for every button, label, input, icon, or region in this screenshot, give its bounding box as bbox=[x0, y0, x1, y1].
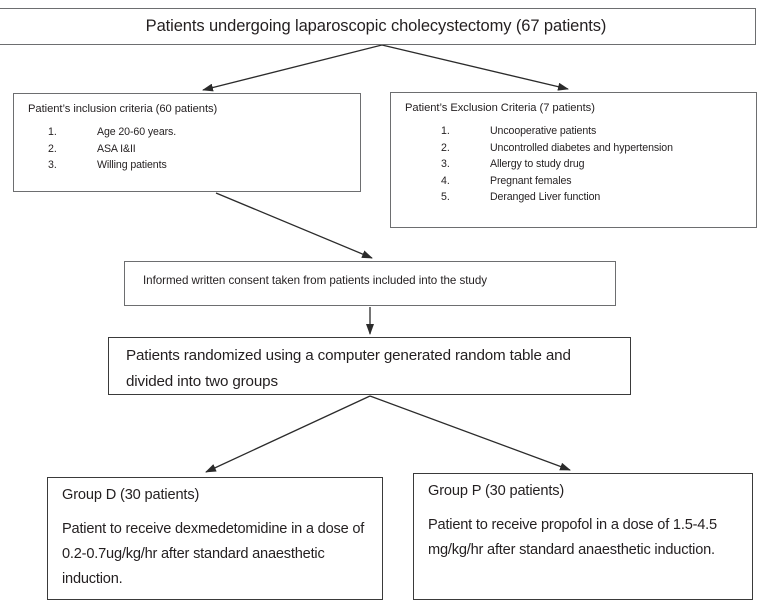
list-item-label: ASA I&II bbox=[97, 142, 136, 155]
list-item-label: Allergy to study drug bbox=[490, 158, 585, 170]
list-item-number: 2. bbox=[441, 141, 450, 154]
list-item: 2. Uncontrolled diabetes and hypertensio… bbox=[391, 140, 756, 157]
arrow-inclusion-to-consent bbox=[215, 192, 373, 259]
randomization-text: Patients randomized using a computer gen… bbox=[109, 338, 630, 395]
arrow-randomization-to-group-p bbox=[369, 395, 571, 471]
exclusion-heading: Patient’s Exclusion Criteria (7 patients… bbox=[405, 102, 595, 114]
node-randomization: Patients randomized using a computer gen… bbox=[108, 337, 631, 395]
list-item: 4. Pregnant females bbox=[391, 173, 756, 190]
list-item-label: Uncooperative patients bbox=[490, 125, 597, 137]
node-group-d: Group D (30 patients) Patient to receive… bbox=[47, 477, 383, 600]
randomization-line-2: divided into two groups bbox=[126, 373, 278, 390]
group-d-description: Patient to receive dexmedetomidine in a … bbox=[62, 521, 365, 587]
list-item: 1. Uncooperative patients bbox=[391, 123, 756, 140]
inclusion-criteria-list: 1. Age 20-60 years. 2. ASA I&II 3. Willi… bbox=[14, 115, 360, 174]
node-inclusion-criteria: Patient’s inclusion criteria (60 patient… bbox=[13, 93, 361, 192]
node-total-patients-title: Patients undergoing laparoscopic cholecy… bbox=[145, 17, 607, 35]
list-item-number: 1. bbox=[48, 126, 57, 138]
group-d-title: Group D (30 patients) bbox=[62, 487, 200, 503]
arrow-randomization-to-group-d bbox=[205, 395, 371, 473]
list-item: 5. Deranged Liver function bbox=[391, 189, 756, 206]
list-item-label: Pregnant females bbox=[490, 174, 572, 187]
list-item: 1. Age 20-60 years. bbox=[14, 124, 360, 141]
list-item-number: 3. bbox=[441, 158, 450, 170]
list-item-number: 1. bbox=[441, 125, 450, 137]
list-item-number: 4. bbox=[441, 174, 450, 187]
group-p-description: Patient to receive propofol in a dose of… bbox=[428, 517, 717, 558]
list-item-label: Deranged Liver function bbox=[490, 191, 601, 203]
list-item-number: 3. bbox=[48, 159, 57, 171]
list-item: 3. Willing patients bbox=[14, 157, 360, 174]
list-item-label: Age 20-60 years. bbox=[97, 126, 177, 138]
arrow-top-to-inclusion bbox=[202, 44, 383, 92]
list-item: 2. ASA I&II bbox=[14, 141, 360, 158]
group-p-title: Group P (30 patients) bbox=[428, 483, 565, 499]
node-group-p: Group P (30 patients) Patient to receive… bbox=[413, 473, 753, 600]
inclusion-heading: Patient’s inclusion criteria (60 patient… bbox=[28, 103, 218, 115]
exclusion-criteria-list: 1. Uncooperative patients 2. Uncontrolle… bbox=[391, 114, 756, 206]
informed-consent-text: Informed written consent taken from pati… bbox=[143, 274, 487, 287]
node-exclusion-criteria: Patient’s Exclusion Criteria (7 patients… bbox=[390, 92, 757, 228]
list-item-number: 5. bbox=[441, 191, 450, 203]
list-item-label: Uncontrolled diabetes and hypertension bbox=[490, 141, 673, 154]
list-item-label: Willing patients bbox=[97, 159, 167, 171]
node-total-patients: Patients undergoing laparoscopic cholecy… bbox=[0, 8, 756, 45]
arrow-top-to-exclusion bbox=[381, 44, 569, 91]
list-item-number: 2. bbox=[48, 142, 57, 155]
node-informed-consent: Informed written consent taken from pati… bbox=[124, 261, 616, 306]
randomization-line-1: Patients randomized using a computer gen… bbox=[126, 347, 571, 364]
list-item: 3. Allergy to study drug bbox=[391, 156, 756, 173]
